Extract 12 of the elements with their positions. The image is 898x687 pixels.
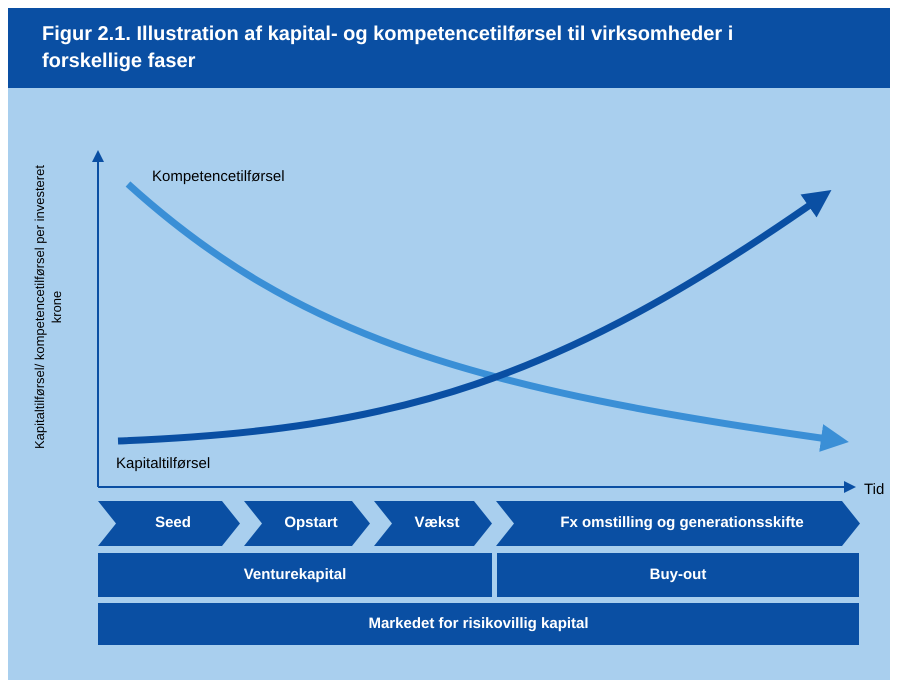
x-axis-label: Tid [864,480,884,500]
band-box: Markedet for risikovillig kapital [98,603,859,645]
phase-band: Opstart [244,501,370,546]
phase-band: Vækst [374,501,492,546]
curve-label: Kompetencetilførsel [152,167,285,187]
y-axis-label: Kapitaltilførsel/ kompetencetilførsel per investeret krone [31,164,65,451]
phase-band: Seed [98,501,240,546]
phase-band: Fx omstilling og generationsskifte [496,501,860,546]
title-bar: Figur 2.1. Illustration af kapital- og kompetencetilførsel til virksomheder i forskellige faser [8,8,890,88]
curve-label: Kapitaltilførsel [116,454,210,474]
band-box: Buy-out [497,553,859,597]
band-box: Venturekapital [98,553,492,597]
